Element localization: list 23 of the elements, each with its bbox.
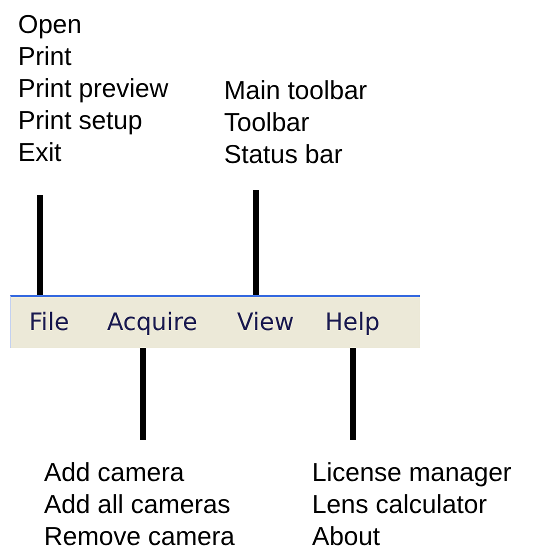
leader-line xyxy=(253,190,259,297)
menu-option: About xyxy=(312,520,380,550)
menu-option: Add all cameras xyxy=(44,488,230,520)
menu-option: Status bar xyxy=(224,138,343,170)
menu-label: Acquire xyxy=(103,297,202,348)
menu-option: Print setup xyxy=(18,104,142,136)
menu-option: Toolbar xyxy=(224,106,310,138)
leader-line xyxy=(350,348,356,440)
menu-option: Open xyxy=(18,8,82,40)
menu-label: Help xyxy=(321,297,384,348)
menu-option: License manager xyxy=(312,456,512,488)
menu-option: Exit xyxy=(18,136,62,168)
menu-option: Remove camera xyxy=(44,520,235,550)
menu-option: Main toolbar xyxy=(224,74,368,106)
menu-option: Lens calculator xyxy=(312,488,487,520)
menu-option: Print xyxy=(18,40,72,72)
menu-option: Print preview xyxy=(18,72,168,104)
menu-bar xyxy=(10,295,420,348)
menu-label: View xyxy=(233,297,298,348)
leader-line xyxy=(140,348,146,440)
menu-option: Add camera xyxy=(44,456,184,488)
leader-line xyxy=(37,195,43,297)
menu-label: File xyxy=(25,297,74,348)
